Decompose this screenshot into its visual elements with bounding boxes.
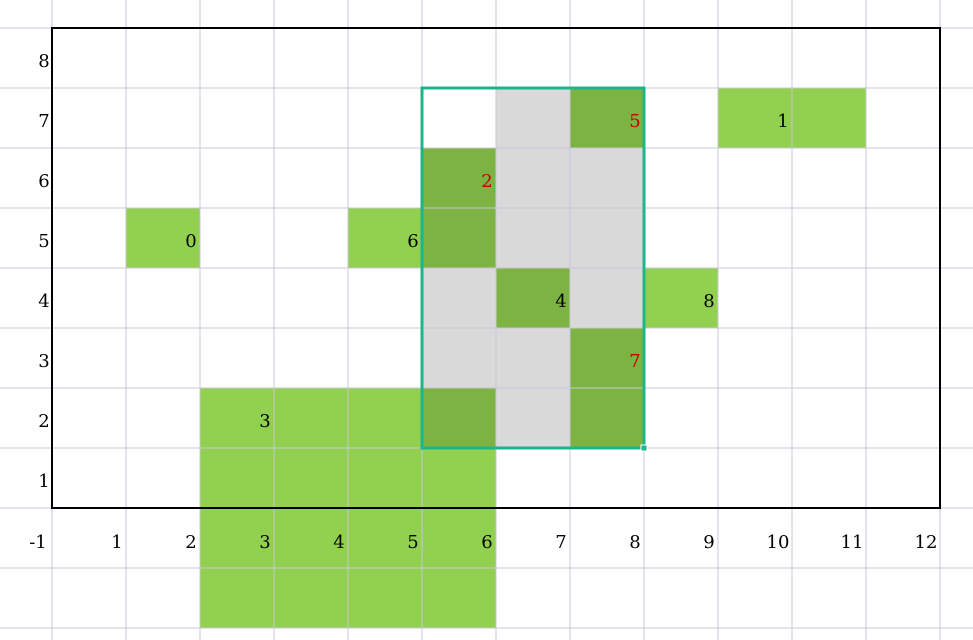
cell-label-0: 0 — [185, 231, 196, 252]
x-label: 11 — [841, 532, 864, 553]
cell-label-2: 2 — [481, 171, 492, 192]
x-axis-labels: -1 1 2 3 4 5 6 7 8 9 10 11 12 — [29, 532, 937, 553]
x-label: 12 — [915, 532, 938, 553]
region-0 — [126, 208, 200, 268]
region-dark-bottom — [422, 388, 496, 448]
y-label: 4 — [38, 291, 49, 312]
region-6 — [348, 208, 422, 268]
x-label: 10 — [767, 532, 790, 553]
y-label: 6 — [38, 171, 49, 192]
y-label: 3 — [38, 351, 49, 372]
cell-label-8: 8 — [703, 291, 714, 312]
cell-labels: 0 1 2 3 4 5 6 7 8 — [185, 111, 788, 432]
x-label: 4 — [333, 532, 344, 553]
y-label: 7 — [38, 111, 49, 132]
y-label: 8 — [38, 51, 49, 72]
cell-label-6: 6 — [407, 231, 418, 252]
selection-handle[interactable] — [640, 444, 648, 452]
x-label: 8 — [629, 532, 640, 553]
x-label: -1 — [29, 532, 47, 553]
gray-cell-b — [570, 268, 644, 328]
cell-label-7: 7 — [629, 351, 640, 372]
gray-cells — [422, 88, 644, 448]
y-label: 2 — [38, 411, 49, 432]
cell-label-5: 5 — [629, 111, 640, 132]
region-5 — [570, 88, 644, 148]
x-label: 3 — [259, 532, 270, 553]
x-label: 6 — [481, 532, 492, 553]
y-axis-labels: 8 7 6 5 4 3 2 1 — [38, 51, 49, 492]
y-label: 5 — [38, 231, 49, 252]
gray-block-top — [496, 88, 570, 148]
cell-label-4: 4 — [555, 291, 566, 312]
cell-label-1: 1 — [777, 111, 788, 132]
x-label: 7 — [555, 532, 566, 553]
chart-frame — [51, 27, 941, 509]
region-8 — [644, 268, 718, 328]
region-4 — [496, 268, 570, 328]
x-label: 1 — [111, 532, 122, 553]
x-label: 5 — [407, 532, 418, 553]
x-label: 2 — [185, 532, 196, 553]
y-label: 1 — [38, 471, 49, 492]
cell-label-3: 3 — [259, 411, 270, 432]
selection-box[interactable] — [420, 86, 646, 450]
x-label: 9 — [703, 532, 714, 553]
